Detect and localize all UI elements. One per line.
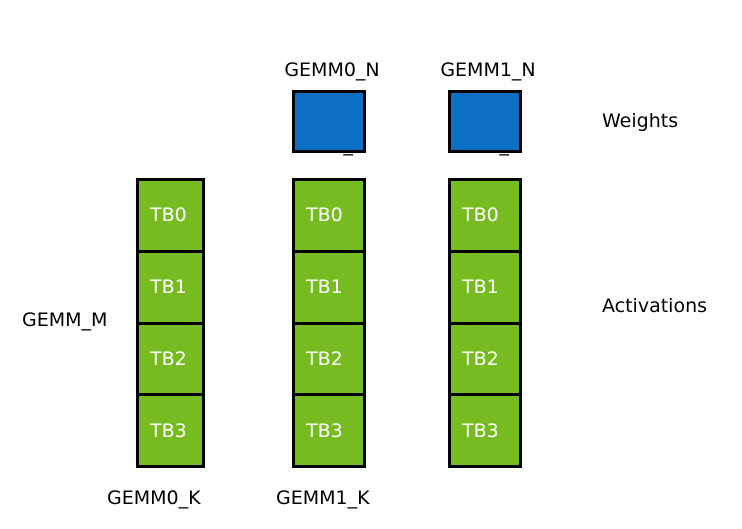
activation-cell: TB2 <box>139 324 202 397</box>
activation-cell: TB0 <box>451 181 519 253</box>
activation-column-2: TB0 TB1 TB2 TB3 <box>448 178 522 468</box>
activation-column-1: TB0 TB1 TB2 TB3 <box>292 178 366 468</box>
activation-cell: TB0 <box>139 181 202 253</box>
activation-cell: TB3 <box>295 396 363 465</box>
activation-column-0: TB0 TB1 TB2 TB3 <box>136 178 205 468</box>
activation-cell: TB1 <box>295 252 363 325</box>
activation-cell: TB0 <box>295 181 363 253</box>
activation-cell: TB1 <box>139 252 202 325</box>
activation-cell: TB2 <box>295 324 363 397</box>
gemm1-n-label-line1: GEMM1_N <box>440 59 536 81</box>
activation-cell: TB1 <box>451 252 519 325</box>
gemm-m-label: GEMM_M <box>22 309 108 331</box>
gemm1-k-label: GEMM1_K <box>276 487 370 509</box>
activations-legend-label: Activations <box>602 295 708 317</box>
weight-block-gemm0 <box>292 90 366 153</box>
activation-cell: TB3 <box>139 396 202 465</box>
activation-cell: TB2 <box>451 324 519 397</box>
gemm0-k-label: GEMM0_K <box>107 487 201 509</box>
weight-block-gemm1 <box>448 90 522 153</box>
gemm0-n-label-line1: GEMM0_N <box>284 59 380 81</box>
activation-cell: TB3 <box>451 396 519 465</box>
weights-legend-label: Weights <box>602 110 679 132</box>
